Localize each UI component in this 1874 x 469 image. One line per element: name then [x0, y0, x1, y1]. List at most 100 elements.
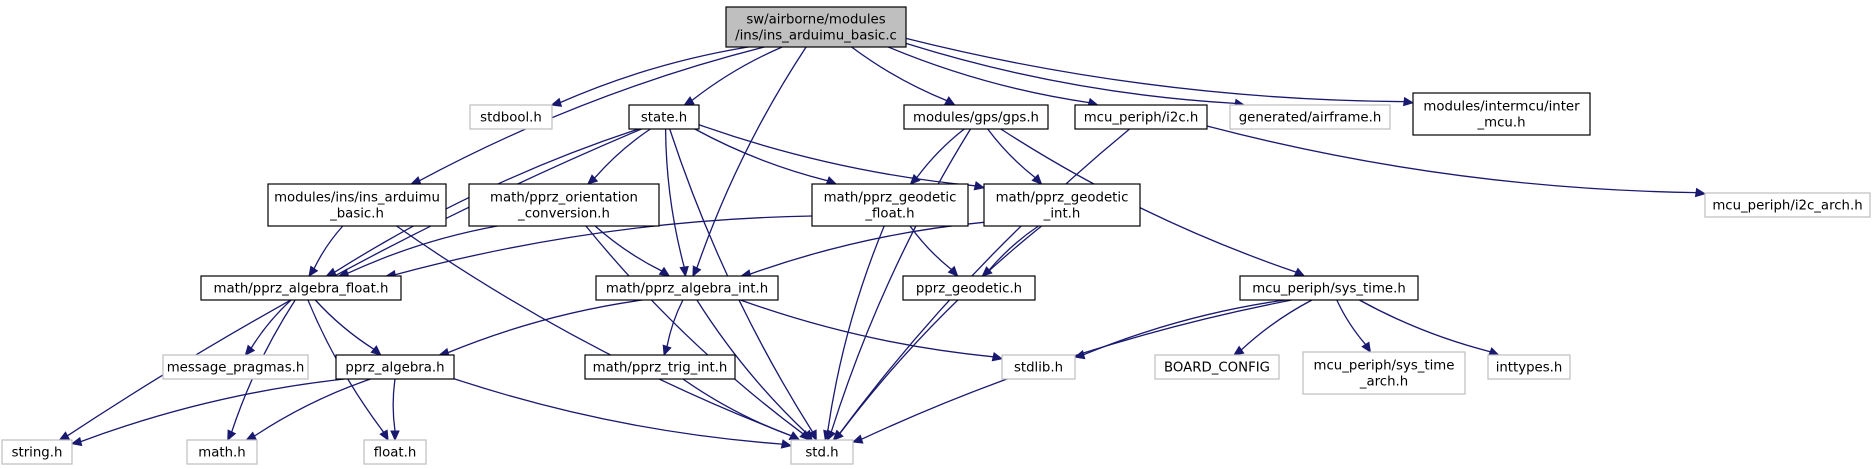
node-i2c[interactable]: mcu_periph/i2c.h: [1074, 104, 1208, 130]
edge-trig-to-std: [682, 378, 801, 441]
edge-line: [1000, 128, 1297, 273]
edges-layer: [58, 37, 1707, 449]
edge-line: [394, 215, 813, 276]
node-systime[interactable]: mcu_periph/sys_time.h: [1239, 275, 1419, 301]
edge-line: [453, 378, 783, 445]
edge-root-to-gps: [851, 46, 956, 106]
node-label: message_pragmas.h: [167, 361, 305, 376]
node-label: modules/intermcu/inter: [1423, 100, 1580, 115]
node-intermcu[interactable]: modules/intermcu/inter_mcu.h: [1412, 92, 1591, 136]
node-gps[interactable]: modules/gps/gps.h: [903, 104, 1049, 130]
edge-orient-to-algint: [594, 225, 671, 277]
arrowhead-icon: [244, 344, 256, 356]
node-box: [267, 183, 447, 227]
arrowhead-icon: [947, 265, 959, 277]
edge-insh-to-algfloat: [308, 225, 344, 278]
edge-algint-to-stdlib: [740, 299, 1004, 362]
node-std: std.h: [790, 439, 854, 465]
edge-systime-to-inttypes: [1359, 299, 1500, 356]
edge-line: [691, 46, 783, 101]
edge-line: [419, 46, 765, 182]
arrowhead-icon: [1293, 267, 1306, 277]
arrowhead-icon: [807, 429, 817, 442]
node-algint[interactable]: math/pprz_algebra_int.h: [595, 275, 779, 301]
arrowhead-icon: [944, 96, 956, 106]
edge-line: [909, 225, 952, 271]
node-label: _float.h: [864, 207, 914, 222]
edge-line: [396, 225, 792, 437]
arrowhead-icon: [1031, 173, 1043, 185]
node-label: math/pprz_geodetic: [824, 191, 957, 206]
edge-systime-to-systimearch: [1336, 299, 1372, 354]
arrowhead-icon: [390, 430, 400, 442]
node-palg[interactable]: pprz_algebra.h: [335, 354, 455, 380]
edge-root-to-intermcu: [905, 37, 1415, 107]
node-orient[interactable]: math/pprz_orientation_conversion.h: [468, 183, 660, 227]
node-label: _mcu.h: [1477, 116, 1526, 131]
node-geofloat[interactable]: math/pprz_geodetic_float.h: [811, 183, 969, 227]
node-label: BOARD_CONFIG: [1164, 361, 1270, 376]
edge-orient-to-std: [585, 225, 811, 441]
arrowhead-icon: [1361, 341, 1372, 354]
node-box: [811, 183, 969, 227]
edge-state-to-orient: [586, 128, 651, 185]
node-i2carch: mcu_periph/i2c_arch.h: [1704, 192, 1871, 218]
edge-algfloat-to-palg: [314, 299, 382, 356]
edge-line: [67, 128, 642, 437]
node-root[interactable]: sw/airborne/modules/ins/ins_arduimu_basi…: [725, 6, 907, 48]
node-label: generated/airframe.h: [1239, 111, 1382, 126]
node-trig[interactable]: math/pprz_trig_int.h: [584, 354, 736, 380]
edge-line: [905, 42, 1236, 105]
node-box: [1229, 104, 1391, 130]
edge-line: [313, 225, 344, 269]
node-label: math.h: [198, 446, 245, 461]
node-label: string.h: [12, 446, 63, 461]
node-algfloat[interactable]: math/pprz_algebra_float.h: [200, 275, 402, 301]
node-box: [335, 354, 455, 380]
arrowhead-icon: [227, 429, 237, 442]
node-airframe: generated/airframe.h: [1229, 104, 1391, 130]
node-box: [790, 439, 854, 465]
arrowhead-icon: [1488, 347, 1500, 356]
arrowhead-icon: [851, 434, 864, 444]
edge-line: [314, 299, 375, 350]
node-label: _int.h: [1043, 207, 1081, 222]
edge-line: [916, 128, 965, 178]
edge-gps-to-geoint: [987, 128, 1043, 185]
arrowhead-icon: [1403, 96, 1415, 107]
node-label: pprz_geodetic.h: [916, 282, 1022, 297]
node-label: /ins/ins_arduimu_basic.c: [735, 29, 897, 44]
arrowhead-icon: [692, 265, 702, 278]
node-insh[interactable]: modules/ins/ins_arduimu_basic.h: [267, 183, 447, 227]
edge-root-to-i2c: [887, 46, 1099, 108]
node-box: [1487, 354, 1571, 380]
edge-i2c-to-i2carch: [1206, 125, 1707, 198]
node-geoint[interactable]: math/pprz_geodetic_int.h: [983, 183, 1141, 227]
node-box: [200, 275, 402, 301]
edge-line: [585, 225, 804, 435]
edge-line: [988, 225, 1039, 271]
node-math: math.h: [186, 439, 258, 465]
edge-gps-to-geofloat: [909, 128, 965, 185]
node-label: pprz_algebra.h: [345, 361, 444, 376]
arrowhead-icon: [1694, 187, 1707, 198]
node-stdbool: stdbool.h: [469, 104, 553, 130]
arrowhead-icon: [586, 174, 599, 185]
node-label: mcu_periph/sys_time.h: [1252, 282, 1406, 297]
node-state[interactable]: state.h: [628, 104, 700, 130]
node-stdlib: stdlib.h: [1001, 354, 1076, 380]
edge-line: [827, 225, 885, 432]
node-float: float.h: [363, 439, 427, 465]
arrowhead-icon: [550, 97, 563, 107]
node-label: inttypes.h: [1496, 361, 1563, 376]
edge-palg-to-math: [245, 378, 371, 441]
edge-systime-to-board: [1232, 299, 1313, 356]
arrowhead-icon: [658, 266, 671, 277]
node-pgeod[interactable]: pprz_geodetic.h: [902, 275, 1036, 301]
node-label: sw/airborne/modules: [746, 13, 885, 28]
edge-line: [682, 378, 792, 437]
node-systimearch: mcu_periph/sys_time_arch.h: [1302, 351, 1466, 395]
edge-geofloat-to-pgeod: [909, 225, 959, 277]
edge-line: [254, 378, 371, 437]
